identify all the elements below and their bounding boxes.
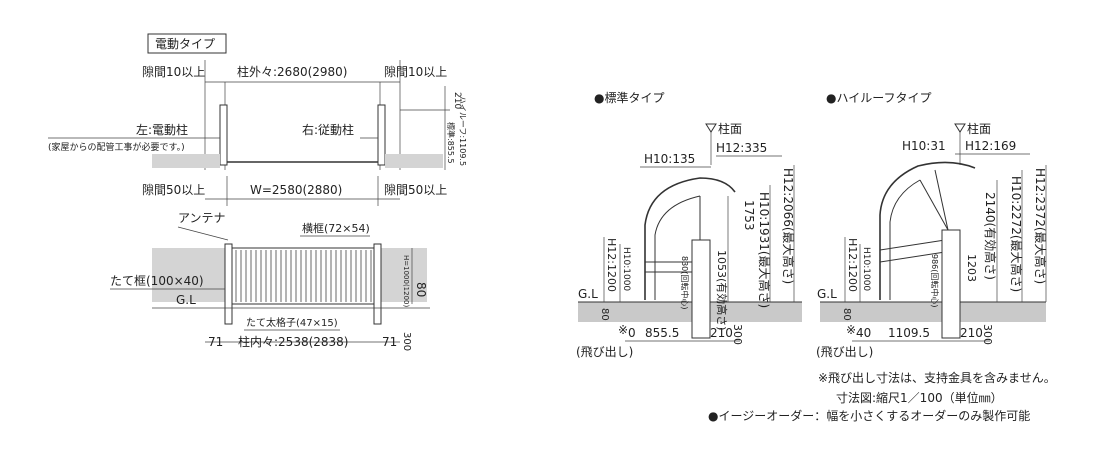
hr-roller-center: 986(回転中心) [930, 254, 940, 308]
hr-dim-80: 80 [841, 308, 852, 321]
front-elevation: アンテナ 横框(72×54) たて框(100×40) G.L たて太格子(47×… [110, 211, 430, 351]
highroof-type: ●ハイルーフタイプ 柱面 H10:31 H12:169 G.L 80 H12:1… [816, 91, 1048, 359]
highroof-title: ●ハイルーフタイプ [826, 91, 932, 105]
ground-right [385, 154, 443, 168]
right-pillar-label: 右:従動柱 [302, 122, 354, 137]
std-roller-center: 830(回転中心) [680, 256, 690, 310]
gap-top-right: 隙間10以上 [384, 65, 447, 79]
note-overhang: ※飛び出し寸法は、支持金具を含みません。 [818, 370, 1056, 385]
hr-ground [820, 302, 1046, 322]
hr-1203: 1203 [965, 254, 978, 282]
side-frame-label: 横框(72×54) [302, 221, 370, 235]
highroof-1109: ハイルーフ:1109.5 [458, 96, 467, 166]
hr-pillar-face-mark [954, 123, 966, 133]
pillar-outer-dim: 柱外々:2680(2980) [237, 64, 348, 79]
hr-rail-2 [879, 251, 946, 263]
left-pillar-plan [219, 104, 228, 166]
left-pillar-label: 左:電動柱 [136, 122, 188, 137]
gap-bottom-left: 隙間50以上 [142, 183, 205, 197]
hr-dim-40: 40 [856, 326, 871, 340]
vertical-bars [235, 250, 372, 302]
vertical-bars-label: たて太格子(47×15) [246, 316, 338, 329]
std-h12: H12:335 [716, 141, 767, 155]
std-h10-1000: H10:1000 [621, 247, 631, 291]
plan-view: 電動タイプ 隙間10以上 柱外々:2680(2980) 隙間10以上 左:電動柱… [48, 33, 467, 206]
std-h12-max: H12:2066(最大高さ) [781, 168, 796, 284]
standard-title: ●標準タイプ [594, 90, 664, 105]
std-h10-max: H10:1931(最大高さ) [757, 192, 772, 308]
hr-overhang: (飛び出し) [816, 345, 873, 359]
std-dim-210: 210 [710, 326, 733, 340]
std-inner-arc [654, 195, 701, 300]
std-h12-1200: H12:1200 [605, 238, 618, 292]
hr-gl: G.L [817, 287, 837, 301]
antenna-leader [177, 226, 229, 241]
hr-pillar-face: 柱面 [967, 121, 991, 136]
gl-label: G.L [176, 293, 196, 307]
std-overhang: (飛び出し) [576, 345, 633, 359]
hr-h12: H12:169 [965, 139, 1016, 153]
width-label: W=2580(2880) [250, 183, 342, 197]
standard-type: ●標準タイプ 柱面 H10:135 H12:335 G.L 80 H12:120… [576, 90, 802, 359]
hr-h10-1000: H10:1000 [861, 247, 871, 291]
right-pillar-plan [377, 104, 386, 166]
std-dim-300: 300 [731, 324, 744, 345]
std-1753: 1753 [742, 200, 756, 231]
hr-h10-max: H10:2272(最大高さ) [1009, 176, 1024, 292]
std-dim-80: 80 [599, 308, 610, 321]
dim-210: 210 [452, 92, 462, 109]
dim-71-right: 71 [382, 335, 397, 349]
hr-eff-label: 2140(有効高さ) [983, 192, 998, 280]
hr-dim-210: 210 [960, 326, 983, 340]
pillar-face-mark [705, 123, 717, 133]
std-h10: H10:135 [644, 152, 695, 166]
note-scale: 寸法図:縮尺1／100（単位㎜） [836, 390, 1003, 405]
dim-80: 80 [414, 282, 428, 297]
std-roof-arc [644, 177, 736, 300]
left-pillar-note: (家屋からの配管工事が必要です。) [48, 141, 185, 153]
note-order: ●イージーオーダー：幅を小さくするオーダーのみ製作可能 [708, 408, 1030, 423]
std-ground [578, 302, 802, 322]
hr-inner-arc [889, 179, 921, 300]
hr-roof-arc [879, 161, 976, 300]
hr-dim-1109: 1109.5 [888, 326, 930, 340]
std-855: 標準:855.5 [446, 122, 456, 164]
ground-left [152, 154, 220, 168]
hr-h12-max: H12:2372(最大高さ) [1033, 168, 1048, 284]
std-dim-855: 855.5 [645, 326, 679, 340]
antenna-label: アンテナ [178, 211, 226, 225]
right-post-elev [373, 243, 382, 325]
gate-panel [229, 247, 377, 305]
hr-h12-1200: H12:1200 [846, 238, 859, 292]
dim-71-left: 71 [208, 335, 223, 349]
pillar-inner: 柱内々:2538(2838) [238, 334, 349, 349]
std-post [691, 239, 711, 339]
dim-300: 300 [401, 332, 412, 351]
std-gl: G.L [578, 287, 598, 301]
left-post-elev [224, 243, 233, 325]
h-label: H=1000(1200) [402, 255, 410, 307]
std-1053: 1053(有効高さ) [715, 250, 729, 331]
gap-bottom-right: 隙間50以上 [384, 183, 447, 197]
type-label-box [147, 33, 227, 54]
hr-note-mark: ※ [846, 323, 856, 337]
hr-roof-support-2 [934, 169, 949, 231]
notes: ※飛び出し寸法は、支持金具を含みません。 寸法図:縮尺1／100（単位㎜） ●イ… [708, 370, 1056, 423]
hr-dim-300: 300 [981, 324, 994, 345]
type-label: 電動タイプ [155, 37, 215, 51]
std-note-mark: ※ [618, 323, 628, 337]
hr-h10: H10:31 [902, 139, 946, 153]
std-dim-0: 0 [628, 326, 636, 340]
vertical-frame-label: たて框(100×40) [110, 274, 204, 288]
std-pillar-face: 柱面 [718, 121, 742, 136]
hr-post [941, 229, 961, 339]
hr-roof-support-1 [919, 179, 949, 231]
gap-top-left: 隙間10以上 [142, 65, 205, 79]
hr-rail-1 [879, 239, 946, 251]
